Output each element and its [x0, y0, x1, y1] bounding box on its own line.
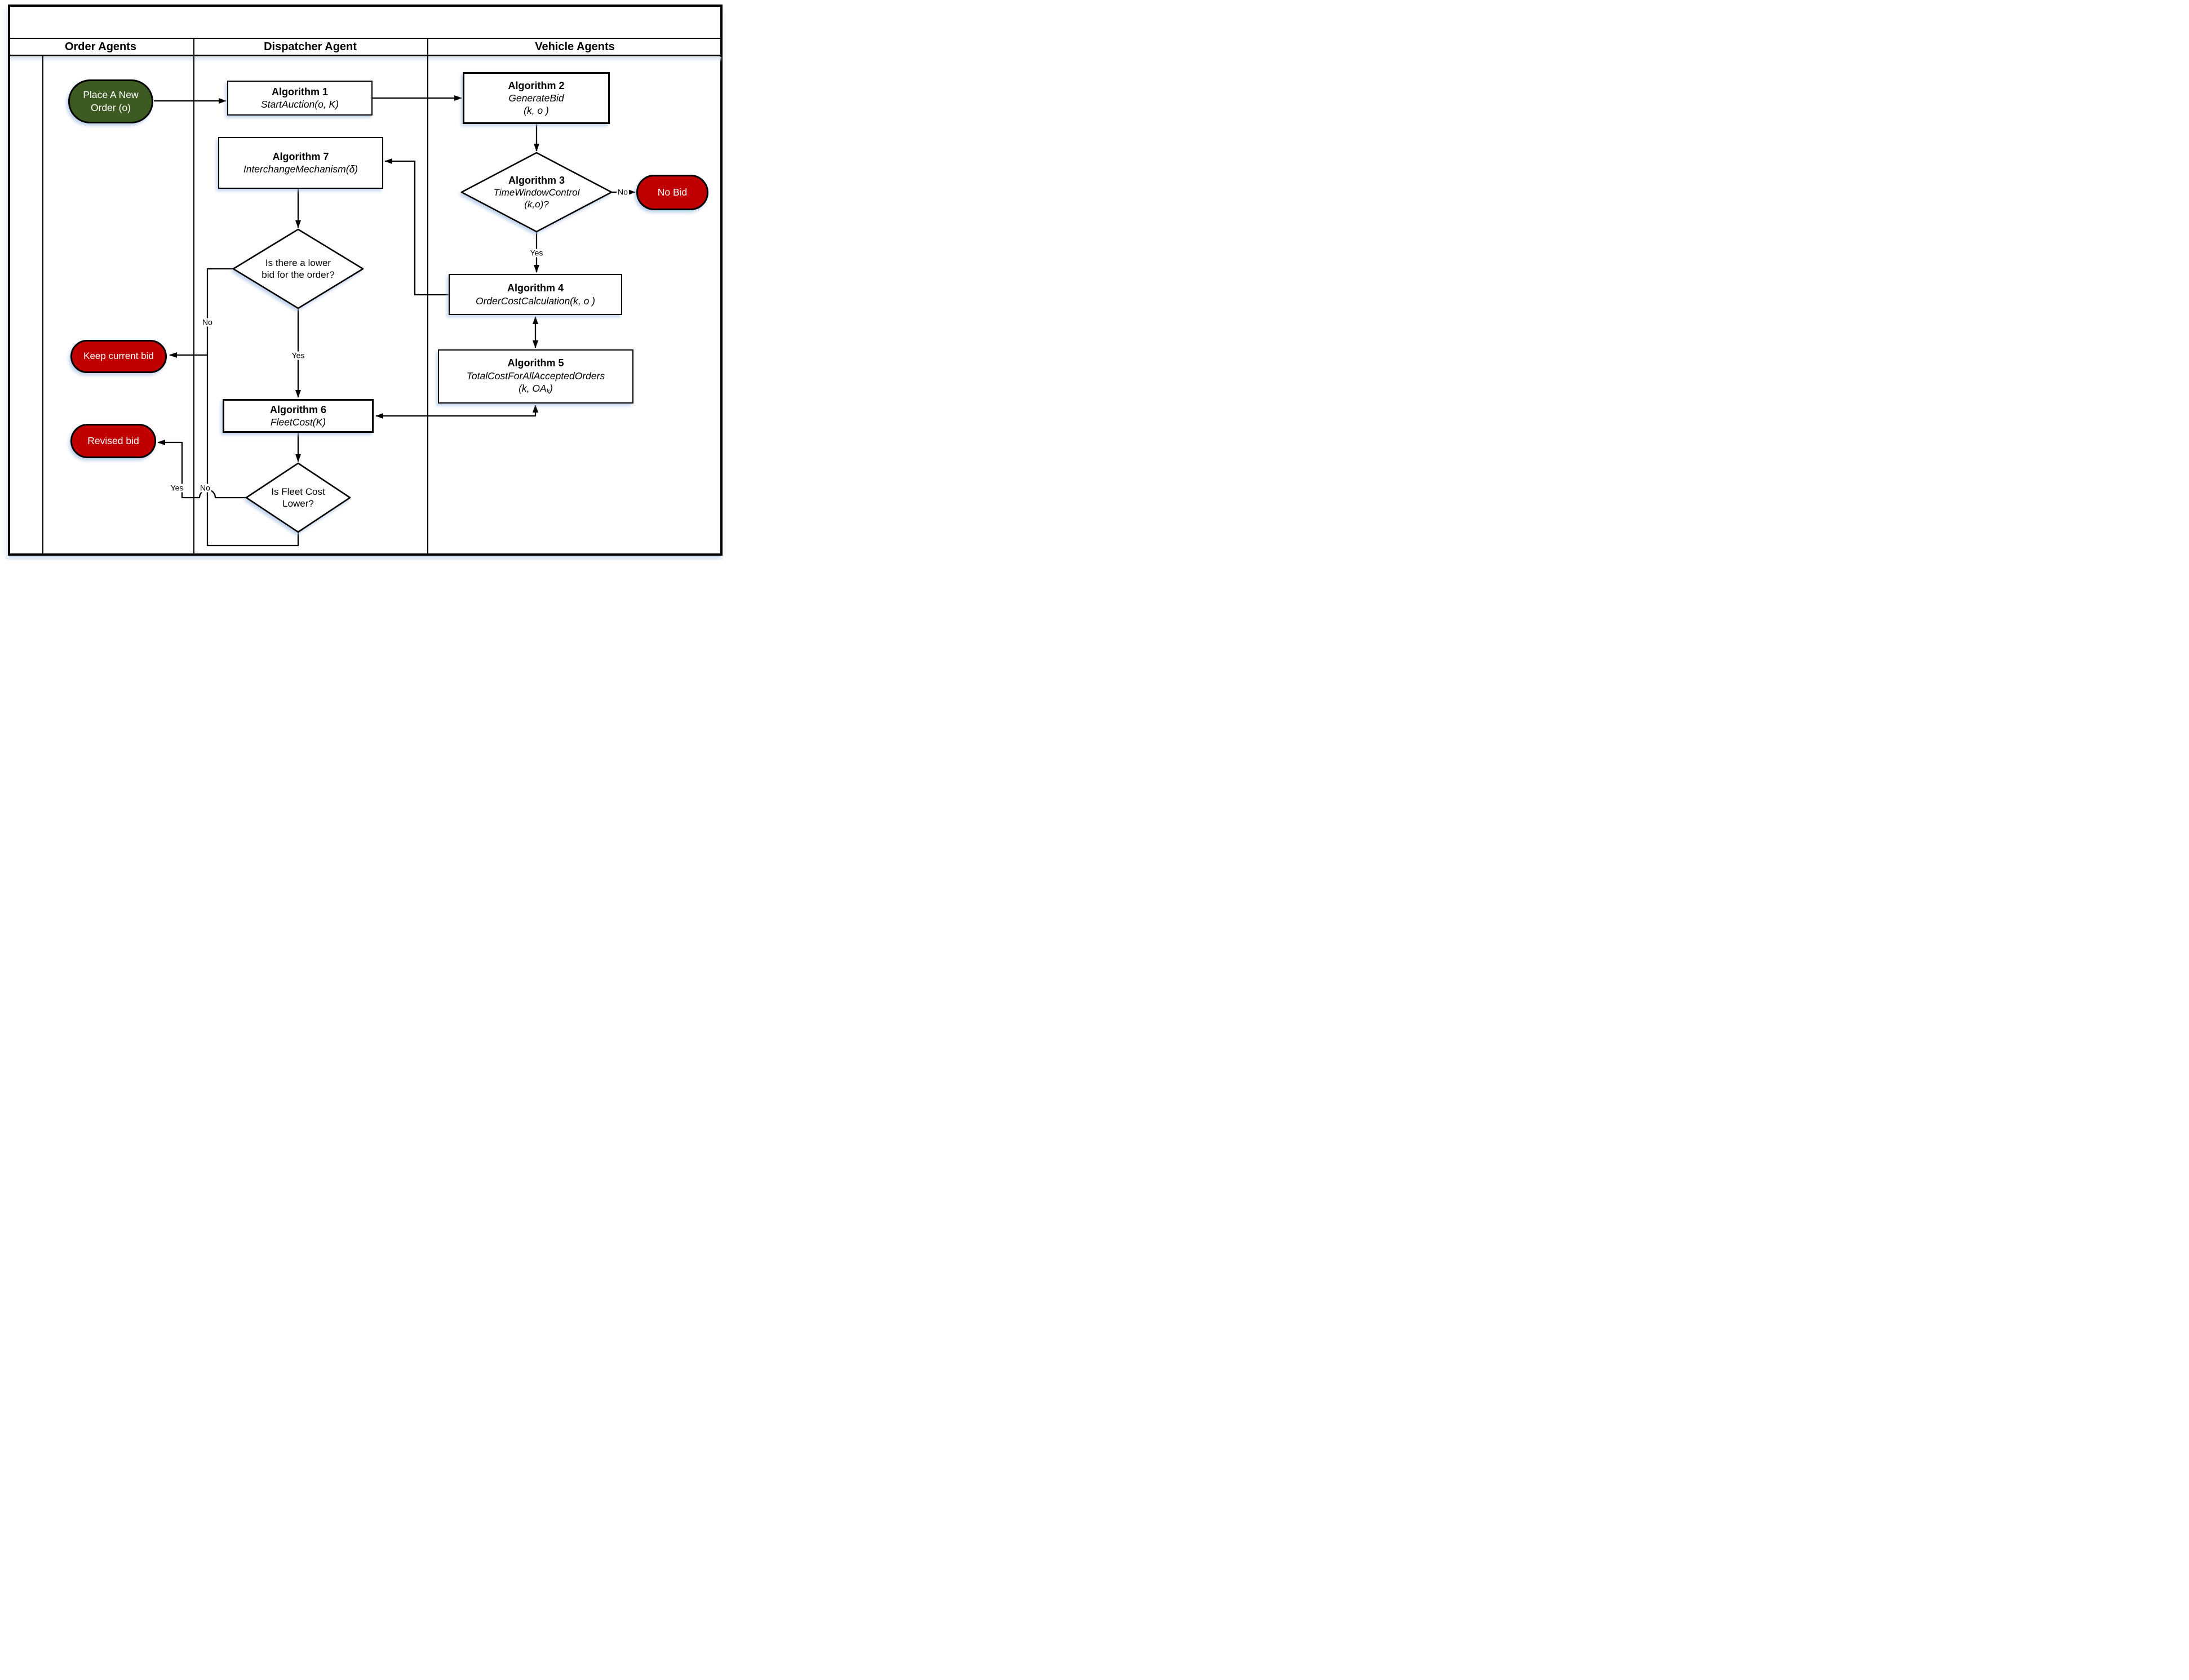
algorithm7-box: Algorithm 7 InterchangeMechanism(δ) — [218, 137, 383, 189]
lane-header-dispatcher-agent: Dispatcher Agent — [264, 41, 357, 53]
algorithm5-subtitle: TotalCostForAllAcceptedOrders — [466, 370, 605, 382]
algorithm4-subtitle: OrderCostCalculation(k, o ) — [475, 295, 596, 307]
algorithm4-title: Algorithm 4 — [507, 282, 564, 294]
title-box — [8, 5, 723, 38]
edge-label-lower-no: No — [201, 317, 214, 327]
algorithm1-box: Algorithm 1 StartAuction(o, K) — [227, 81, 373, 116]
decision-fleet-cost-diamond — [245, 462, 351, 533]
edge-label-fleet-yes: Yes — [169, 483, 185, 493]
algorithm6-subtitle: FleetCost(K) — [270, 416, 326, 428]
algorithm5-title: Algorithm 5 — [507, 357, 564, 369]
edge-label-lower-yes: Yes — [290, 351, 306, 360]
algorithm7-title: Algorithm 7 — [272, 150, 329, 162]
algorithm6-box: Algorithm 6 FleetCost(K) — [223, 399, 374, 433]
algorithm5-params: (k, OAk) — [519, 382, 553, 396]
no-bid-terminal: No Bid — [636, 175, 708, 210]
diagram-outer-border — [8, 5, 723, 556]
algorithm2-params: (k, o ) — [524, 105, 549, 117]
algorithm2-title: Algorithm 2 — [508, 79, 565, 91]
place-order-line2: Order (o) — [91, 102, 131, 113]
algorithm5-params-post: ) — [550, 383, 553, 394]
algorithm7-subtitle: InterchangeMechanism(δ) — [243, 163, 358, 175]
algorithm6-title: Algorithm 6 — [269, 404, 326, 415]
edge-alg4-to-alg7 — [384, 158, 449, 296]
flow-connectors — [154, 95, 636, 547]
title-separator-line — [8, 38, 723, 39]
keep-current-bid-label: Keep current bid — [83, 351, 154, 362]
algorithm1-subtitle: StartAuction(o, K) — [260, 99, 339, 110]
revised-bid-terminal: Revised bid — [70, 424, 156, 458]
start-place-order-node: Place A New Order (o) — [68, 79, 153, 123]
algorithm1-title: Algorithm 1 — [271, 86, 328, 97]
decision-timewindow-diamond — [460, 152, 613, 233]
no-bid-label: No Bid — [657, 187, 688, 198]
header-bottom-line — [8, 55, 723, 56]
lane-divider-dispatcher-vehicle — [427, 38, 428, 556]
edge-alg5-alg6-double-arrow — [375, 405, 538, 419]
algorithm5-box: Algorithm 5 TotalCostForAllAcceptedOrder… — [438, 349, 633, 404]
left-margin-column-line — [42, 56, 43, 556]
lane-divider-order-dispatcher — [193, 38, 194, 556]
swimlane-flowchart: Order Agents Dispatcher Agent Vehicle Ag… — [0, 0, 730, 560]
lane-header-order-agents: Order Agents — [64, 41, 137, 53]
algorithm2-subtitle: GenerateBid — [508, 92, 564, 104]
edge-label-fleet-no: No — [199, 483, 211, 493]
algorithm5-params-sub: k — [546, 388, 550, 395]
edge-label-alg3-no: No — [617, 187, 629, 197]
header-shadow-strip — [10, 57, 721, 62]
decision-lower-bid-diamond — [232, 228, 364, 309]
algorithm5-params-pre: (k, OA — [519, 383, 547, 394]
algorithm4-box: Algorithm 4 OrderCostCalculation(k, o ) — [449, 274, 622, 315]
keep-current-bid-terminal: Keep current bid — [70, 340, 167, 373]
algorithm2-box: Algorithm 2 GenerateBid (k, o ) — [463, 72, 610, 124]
revised-bid-label: Revised bid — [87, 435, 139, 447]
edge-label-alg3-yes: Yes — [529, 248, 544, 258]
lane-header-vehicle-agents: Vehicle Agents — [535, 41, 615, 53]
place-order-line1: Place A New — [83, 89, 139, 101]
edge-lowerbid-no-and-fleet-no-trunk — [206, 268, 299, 547]
